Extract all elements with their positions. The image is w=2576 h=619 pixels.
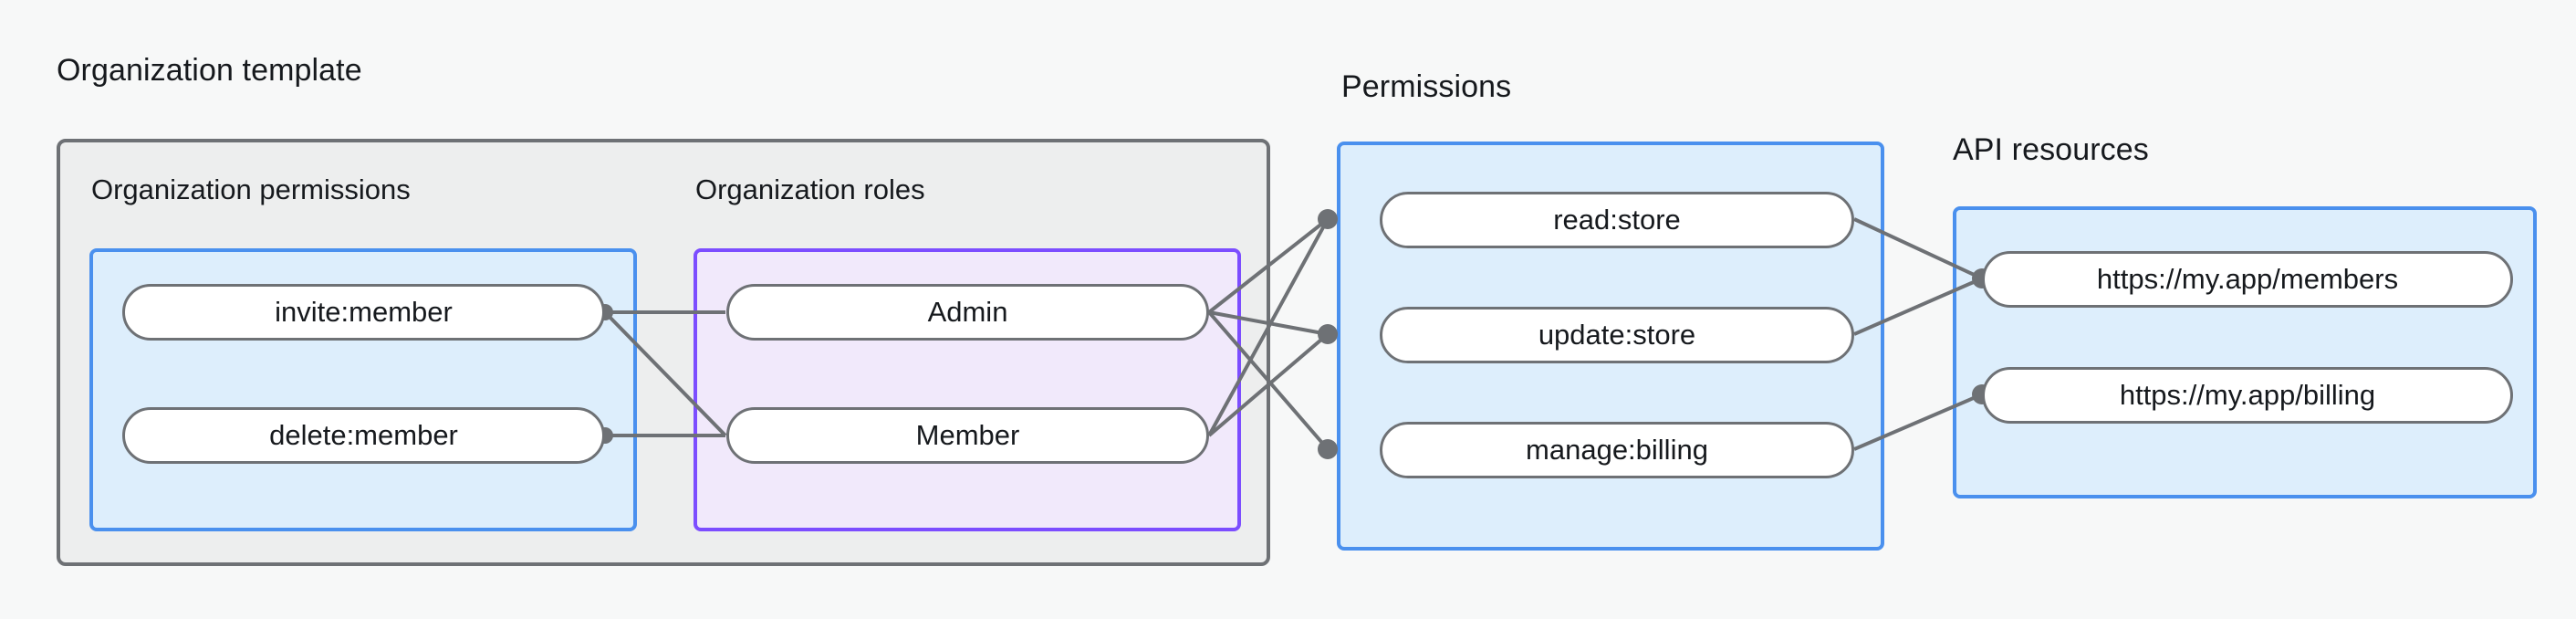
- node-update-store[interactable]: update:store: [1380, 307, 1854, 363]
- api-resources-title: API resources: [1953, 132, 2149, 167]
- node-member[interactable]: Member: [726, 407, 1209, 464]
- organization-permissions-title: Organization permissions: [91, 173, 411, 205]
- permissions-title: Permissions: [1341, 69, 1512, 104]
- organization-roles-title: Organization roles: [695, 173, 925, 205]
- node-invite-member[interactable]: invite:member: [122, 284, 605, 341]
- node-billing-url[interactable]: https://my.app/billing: [1982, 367, 2513, 424]
- node-members-url[interactable]: https://my.app/members: [1982, 251, 2513, 308]
- edge-admin-manage-billing: [1207, 310, 1330, 451]
- edge-invite-member-member: [603, 310, 727, 437]
- node-admin[interactable]: Admin: [726, 284, 1209, 341]
- edge-admin-read-store: [1207, 217, 1330, 314]
- edge-update-store-members: [1853, 277, 1983, 336]
- organization-template-title: Organization template: [57, 53, 362, 88]
- dot-read-store: [1318, 209, 1338, 229]
- node-read-store[interactable]: read:store: [1380, 192, 1854, 248]
- node-delete-member[interactable]: delete:member: [122, 407, 605, 464]
- node-manage-billing[interactable]: manage:billing: [1380, 422, 1854, 478]
- dot-update-store: [1318, 324, 1338, 344]
- edge-read-store-members: [1853, 217, 1983, 280]
- edge-admin-update-store: [1208, 310, 1329, 336]
- edge-member-read-store: [1207, 218, 1330, 436]
- dot-manage-billing: [1318, 439, 1338, 459]
- edge-manage-billing-billing: [1853, 393, 1983, 451]
- edge-member-update-store: [1207, 332, 1330, 437]
